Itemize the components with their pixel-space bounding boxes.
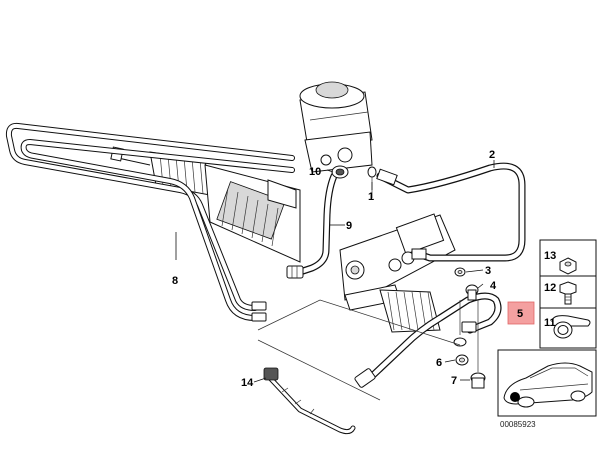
hose-5-lower — [354, 292, 502, 388]
car-silhouette-icon — [503, 362, 593, 408]
callout-6: 6 — [436, 357, 442, 369]
steering-rack-center — [339, 213, 456, 333]
hose-2-pressure — [376, 162, 526, 262]
callout-5-highlight — [507, 301, 535, 325]
callout-2: 2 — [489, 149, 495, 161]
leader-lines — [175, 160, 495, 383]
callout-1: 1 — [368, 191, 374, 203]
banjo-bolt-10 — [331, 165, 349, 179]
bolt-12-icon — [559, 281, 577, 305]
cable-tie-14 — [263, 367, 356, 435]
callout-11: 11 — [544, 317, 556, 329]
hardware-panel — [539, 239, 597, 349]
seal-ring-4 — [465, 284, 479, 301]
callout-9: 9 — [346, 220, 352, 232]
callout-7: 7 — [451, 375, 457, 387]
callout-labels: 2 1 10 9 3 4 5 6 7 8 14 13 12 11 — [172, 149, 556, 389]
callout-14: 14 — [241, 377, 254, 389]
clamp-11-icon — [551, 315, 591, 339]
callout-8: 8 — [172, 275, 178, 287]
vehicle-locator-box — [497, 349, 597, 417]
callout-3: 3 — [485, 265, 491, 277]
fluid-reservoir — [299, 81, 373, 173]
callout-5: 5 — [517, 308, 523, 320]
seal-ring-7 — [470, 372, 486, 389]
callout-12: 12 — [544, 282, 556, 294]
callout-13: 13 — [544, 250, 556, 262]
steering-rack-upper — [110, 146, 301, 263]
hose-9-return — [286, 172, 338, 279]
callout-10: 10 — [309, 166, 321, 178]
callout-4: 4 — [490, 280, 497, 292]
assembly-guide-lines — [257, 188, 479, 401]
seal-ring-3 — [454, 267, 466, 277]
diagram-number: 00085923 — [500, 420, 536, 429]
seal-ring-6 — [453, 337, 469, 366]
hose-8-cooling-loop — [5, 122, 295, 322]
location-marker-icon — [510, 392, 520, 402]
